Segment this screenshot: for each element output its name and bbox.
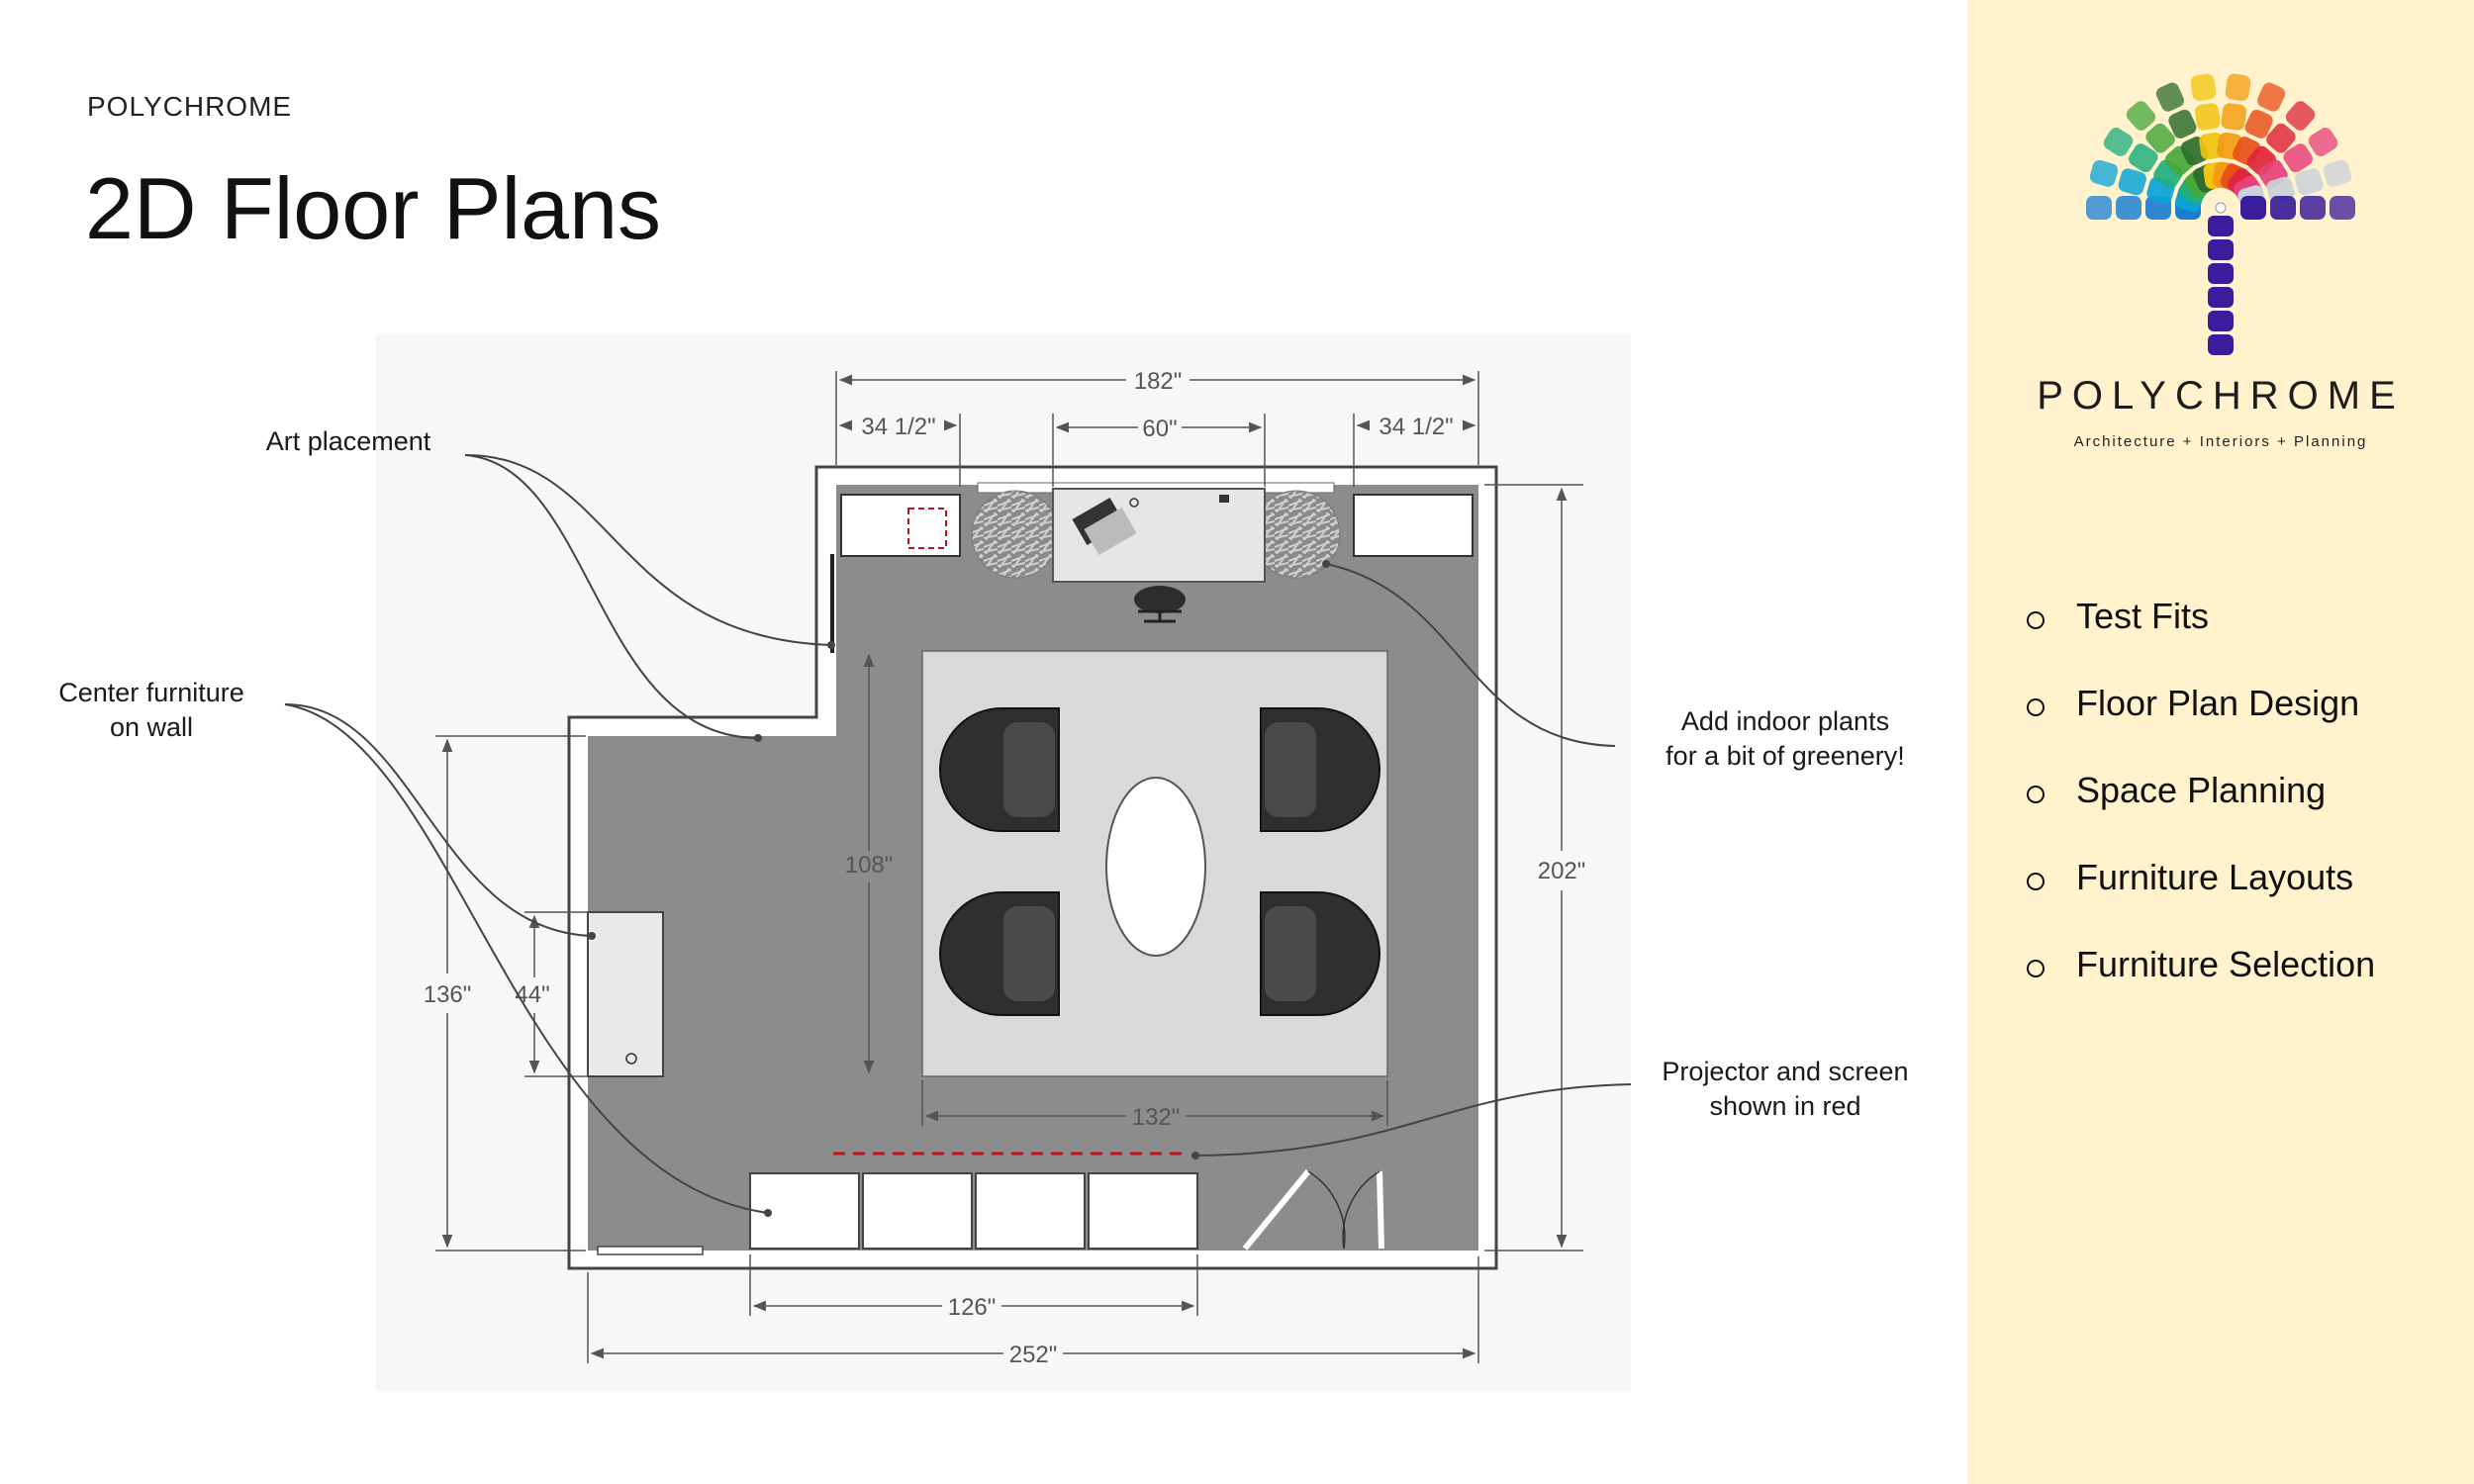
corner-cabinet-right: [1353, 494, 1474, 557]
brand-label: POLYCHROME: [87, 91, 293, 122]
annotation-plants-1: Add indoor plants: [1681, 706, 1889, 736]
bullet-icon: [2027, 786, 2045, 803]
swatch-chip: [2208, 216, 2234, 236]
annotation-dots: [588, 560, 1330, 1217]
dim-top-right: 34 1/2": [1379, 414, 1453, 440]
logo-name: POLYCHROME: [2037, 374, 2405, 417]
bullet-icon: [2027, 611, 2045, 629]
laptop: [1072, 498, 1137, 555]
console-item: [625, 1053, 637, 1065]
annotation-projector-2: shown in red: [1709, 1091, 1860, 1121]
dim-top-total: 182": [1134, 368, 1183, 395]
desk-chair: [1134, 586, 1186, 623]
oval-table: [1105, 777, 1206, 957]
desk-item: [1129, 498, 1139, 508]
double-door: [1242, 1169, 1384, 1251]
threshold: [597, 1246, 704, 1255]
dimension-labels: 182" 34 1/2" 60" 34 1/2" 202" 108" 136" …: [424, 368, 1586, 1368]
plant-left: [971, 490, 1060, 579]
dim-top-center: 60": [1142, 416, 1177, 442]
dim-cabinet-width: 126": [948, 1294, 997, 1321]
service-label: Space Planning: [2076, 770, 2327, 810]
swatch-chip: [2208, 263, 2234, 284]
art-placement-marker: [907, 508, 947, 549]
annotation-leaders: [284, 454, 1632, 1214]
dim-rug-width: 132": [1132, 1104, 1181, 1131]
chair-bottom-right: [1260, 891, 1380, 1016]
side-panel: POLYCHROME Architecture + Interiors + Pl…: [1967, 0, 2474, 1484]
swatch-strip: [2240, 196, 2355, 220]
swatch-chip: [2208, 239, 2234, 260]
bottom-cabinets: [749, 1172, 1198, 1250]
annotation-projector-1: Projector and screen: [1662, 1057, 1908, 1086]
swatch-chip: [2208, 334, 2234, 355]
chair-bottom-left: [939, 891, 1060, 1016]
page-title: 2D Floor Plans: [85, 159, 662, 257]
floor-plan-drawing: 182" 34 1/2" 60" 34 1/2" 202" 108" 136" …: [58, 368, 1909, 1368]
fan-pivot: [2215, 202, 2227, 214]
annotation-plants-2: for a bit of greenery!: [1665, 741, 1905, 771]
chair-top-left: [939, 707, 1060, 832]
swatch-chip: [2208, 311, 2234, 331]
bullet-icon: [2027, 873, 2045, 890]
dim-right-height: 202": [1538, 858, 1586, 884]
dimension-lines: [435, 371, 1583, 1363]
bullet-icon: [2027, 698, 2045, 716]
logo-tagline: Architecture + Interiors + Planning: [2073, 433, 2368, 450]
color-fan-logo-icon: [2086, 73, 2355, 355]
annotation-center-1: Center furniture: [58, 678, 244, 707]
desk-item-2: [1219, 495, 1229, 503]
dim-top-left: 34 1/2": [861, 414, 935, 440]
service-label: Floor Plan Design: [2076, 683, 2360, 723]
corner-cabinet-left: [840, 494, 961, 557]
wall-console: [587, 911, 664, 1077]
dim-left-height: 136": [424, 981, 472, 1008]
service-label: Furniture Layouts: [2076, 857, 2354, 897]
dim-rug-height: 108": [845, 852, 894, 879]
annotation-art: Art placement: [266, 426, 431, 456]
service-label: Furniture Selection: [2076, 944, 2376, 984]
swatch-chip: [2208, 287, 2234, 308]
bullet-icon: [2027, 960, 2045, 977]
annotation-labels: Art placement Center furniture on wall A…: [58, 426, 1908, 1121]
annotation-center-2: on wall: [110, 712, 193, 742]
dim-bottom-total: 252": [1009, 1342, 1058, 1368]
dim-console-height: 44": [515, 981, 549, 1008]
chair-top-right: [1260, 707, 1380, 832]
service-label: Test Fits: [2076, 596, 2210, 636]
